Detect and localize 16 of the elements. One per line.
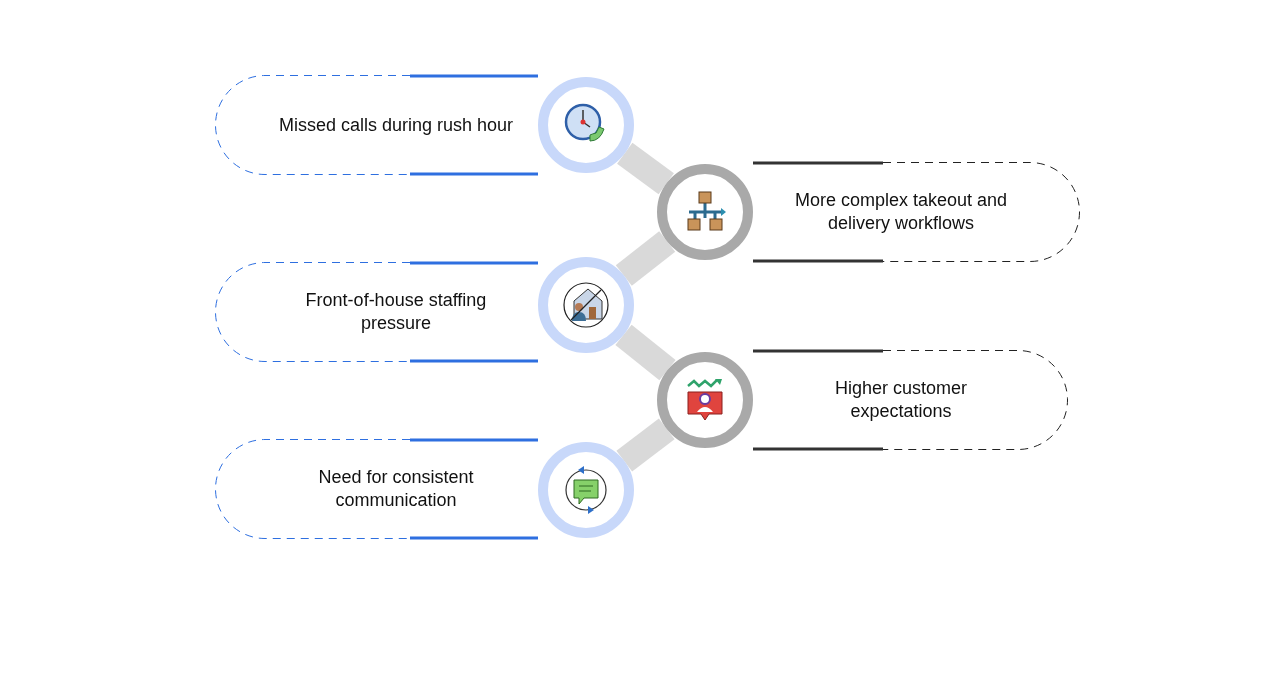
topic-pill	[753, 350, 1068, 450]
topic-text: Higher customer expectations	[833, 377, 968, 423]
topic-text: More complex takeout and delivery workflows	[793, 189, 1009, 235]
icon-circle	[657, 352, 753, 448]
topic-pill	[215, 75, 538, 175]
connector-ribbon	[615, 324, 676, 381]
topic-text: Front-of-house staffing pressure	[304, 289, 488, 335]
connector-ribbon	[617, 142, 674, 195]
icon-circle	[538, 257, 634, 353]
connector-ribbon	[615, 231, 676, 286]
topic-pill	[215, 439, 538, 539]
topic-pill	[753, 162, 1080, 262]
topic-pill	[215, 262, 538, 362]
topic-text: Missed calls during rush hour	[278, 113, 514, 137]
topic-text: Need for consistent communication	[317, 466, 475, 512]
connector-ribbon	[616, 418, 675, 472]
